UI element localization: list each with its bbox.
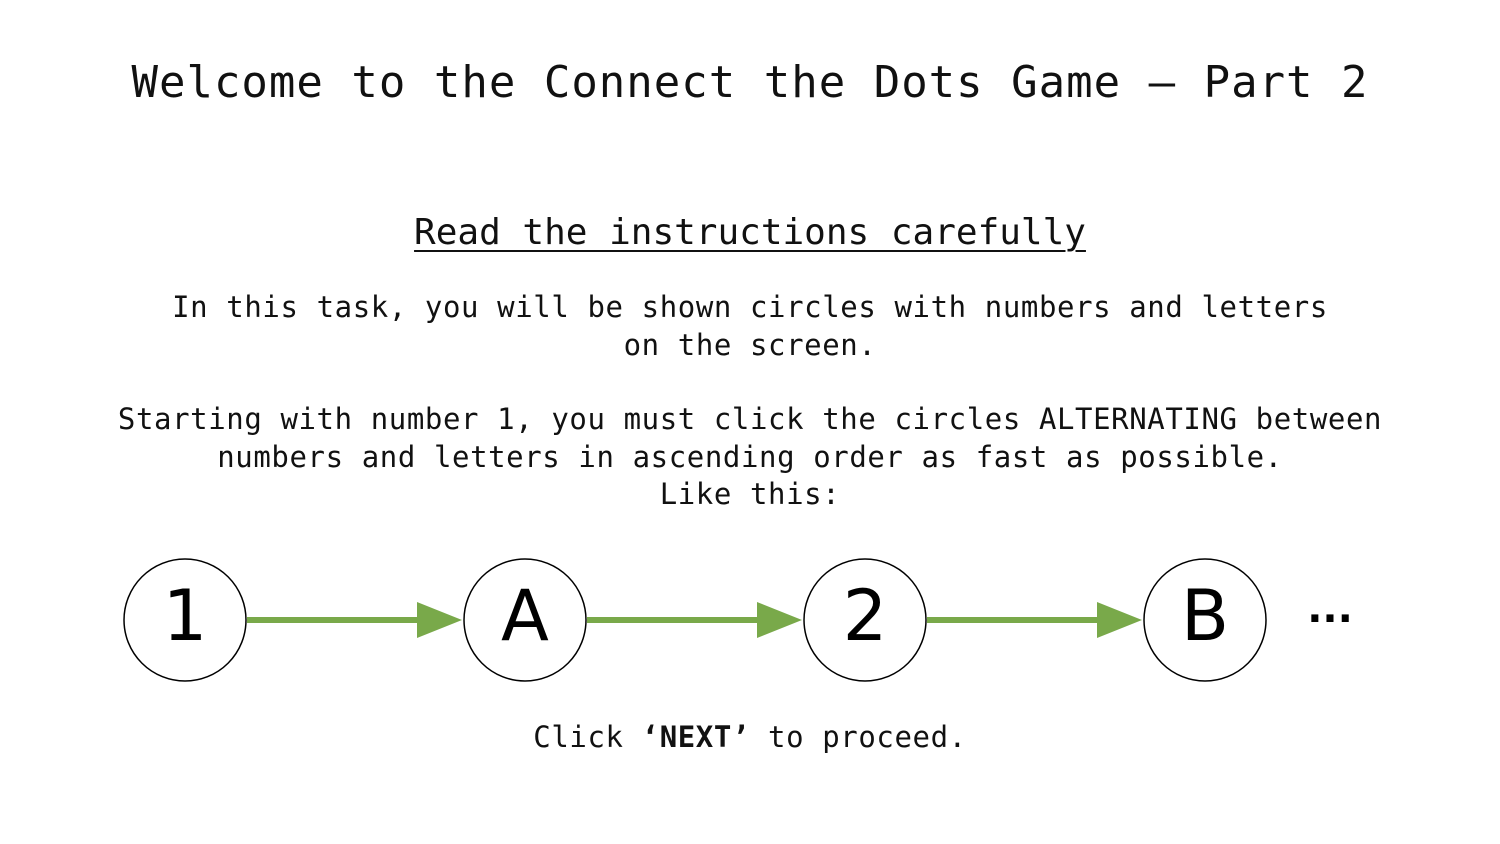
sequence-node-3-label: 2 xyxy=(843,575,888,657)
instructions-paragraph-2: Starting with number 1, you must click t… xyxy=(0,401,1500,514)
sequence-arrow-2 xyxy=(587,602,802,638)
sequence-node-2-label: A xyxy=(501,575,549,657)
proceed-instruction: Click ‘NEXT’ to proceed. xyxy=(0,718,1500,756)
instructions-paragraph-1-line-1: In this task, you will be shown circles … xyxy=(172,290,1328,324)
proceed-open-quote: ‘ xyxy=(641,720,660,754)
proceed-prefix: Click xyxy=(533,720,642,754)
sequence-continuation-ellipsis: ... xyxy=(1307,586,1353,632)
instructions-paragraph-2-line-2: numbers and letters in ascending order a… xyxy=(217,439,1283,474)
sequence-node-4: B xyxy=(1143,558,1267,682)
next-button-reference: NEXT xyxy=(659,720,732,754)
instructions-paragraph-2-line-1: Starting with number 1, you must click t… xyxy=(117,402,1383,436)
sequence-arrow-1 xyxy=(247,602,462,638)
sequence-arrow-3 xyxy=(927,602,1142,638)
sequence-node-2: A xyxy=(463,558,587,682)
sequence-node-1-label: 1 xyxy=(163,575,208,657)
sequence-node-1: 1 xyxy=(123,558,247,682)
instructions-heading: Read the instructions carefully xyxy=(414,212,1086,253)
instructions-paragraph-1: In this task, you will be shown circles … xyxy=(0,289,1500,364)
proceed-close-quote: ’ xyxy=(731,720,750,754)
sequence-node-3: 2 xyxy=(803,558,927,682)
page-title: Welcome to the Connect the Dots Game – P… xyxy=(131,57,1369,108)
example-sequence-diagram: 1 A 2 B ... xyxy=(123,558,1353,682)
sequence-node-4-label: B xyxy=(1181,575,1229,657)
proceed-suffix: to proceed. xyxy=(750,720,967,754)
instructions-paragraph-1-line-2: on the screen. xyxy=(623,327,877,362)
instructions-paragraph-2-line-3: Like this: xyxy=(659,477,841,511)
